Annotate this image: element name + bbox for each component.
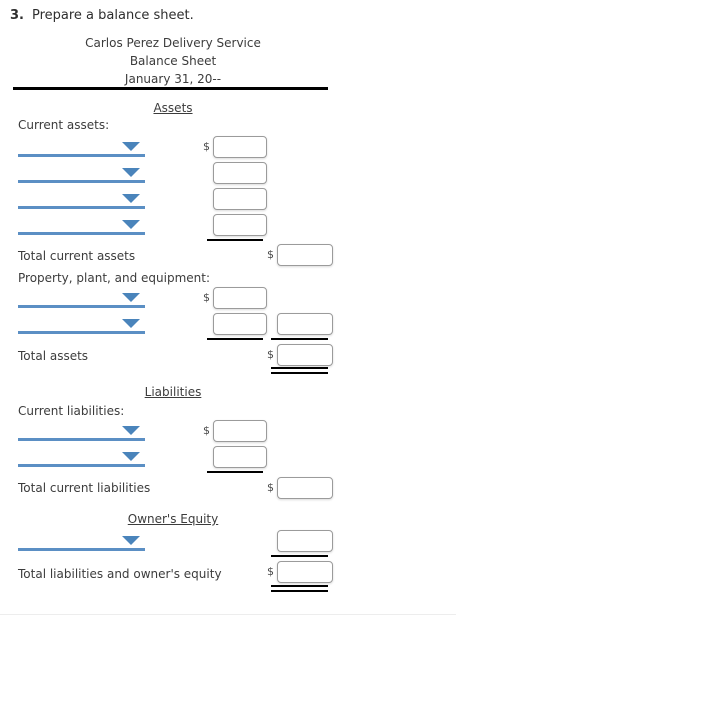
current-liability-2-amount-input[interactable] [213,446,267,468]
dropdown-arrow-icon [122,319,140,328]
current-asset-2-amount-input[interactable] [213,162,267,184]
current-assets-label: Current assets: [18,118,110,132]
total-assets-amount-input[interactable] [277,344,333,366]
total-assets-label: Total assets [18,349,89,363]
assets-heading-row: Assets [0,101,346,115]
header-rule [13,87,328,90]
ppe-2-dropdown[interactable] [18,319,145,335]
dollar-sign: $ [267,248,274,261]
total-current-assets-amount-input[interactable] [277,244,333,266]
current-liability-1-dropdown[interactable] [18,426,145,442]
current-liability-1-amount-input[interactable] [213,420,267,442]
question: 3. Prepare a balance sheet. [10,8,194,23]
dropdown-underline [18,206,145,209]
owners-equity-amount-input[interactable] [277,530,333,552]
dropdown-arrow-icon [122,142,140,151]
current-liabilities-label: Current liabilities: [18,404,125,418]
dropdown-arrow-icon [122,194,140,203]
dropdown-underline [18,154,145,157]
current-asset-4-dropdown[interactable] [18,220,145,236]
total-current-liabilities-label: Total current liabilities [18,481,151,495]
ppe-2-amount-input[interactable] [213,313,267,335]
report-title: Balance Sheet [129,54,217,68]
subtotal-rule [207,471,263,473]
dropdown-arrow-icon [122,452,140,461]
dropdown-arrow-icon [122,536,140,545]
dropdown-underline [18,232,145,235]
dropdown-arrow-icon [122,220,140,229]
owners-equity-dropdown[interactable] [18,536,145,552]
ppe-1-dropdown[interactable] [18,293,145,309]
subtotal-rule [207,239,263,241]
dollar-sign: $ [203,140,210,153]
double-rule [271,367,328,374]
report-date: January 31, 20-- [124,72,222,86]
question-text: Prepare a balance sheet. [31,8,194,23]
current-asset-4-amount-input[interactable] [213,214,267,236]
ppe-net-amount-input[interactable] [277,313,333,335]
dropdown-underline [18,548,145,551]
current-asset-3-amount-input[interactable] [213,188,267,210]
ppe-1-amount-input[interactable] [213,287,267,309]
dropdown-underline [18,464,145,467]
dollar-sign: $ [203,424,210,437]
company-name: Carlos Perez Delivery Service [85,36,261,50]
section-divider [0,614,456,615]
dropdown-arrow-icon [122,168,140,177]
dollar-sign: $ [267,565,274,578]
current-asset-2-dropdown[interactable] [18,168,145,184]
dropdown-arrow-icon [122,426,140,435]
dollar-sign: $ [203,291,210,304]
total-liabilities-equity-label: Total liabilities and owner's equity [18,567,222,581]
current-asset-1-dropdown[interactable] [18,142,145,158]
dropdown-underline [18,305,145,308]
assets-heading: Assets [153,101,193,115]
total-current-assets-label: Total current assets [18,249,136,263]
double-rule [271,585,328,592]
dollar-sign: $ [267,481,274,494]
current-asset-3-dropdown[interactable] [18,194,145,210]
dropdown-arrow-icon [122,293,140,302]
subtotal-rule [271,338,328,340]
subtotal-rule [207,338,263,340]
total-current-liabilities-amount-input[interactable] [277,477,333,499]
dropdown-underline [18,438,145,441]
total-liabilities-equity-amount-input[interactable] [277,561,333,583]
owners-equity-heading-row: Owner's Equity [0,512,346,526]
owners-equity-heading: Owner's Equity [127,512,219,526]
current-asset-1-amount-input[interactable] [213,136,267,158]
current-liability-2-dropdown[interactable] [18,452,145,468]
liabilities-heading-row: Liabilities [0,385,346,399]
ppe-label: Property, plant, and equipment: [18,271,211,285]
subtotal-rule [271,555,328,557]
question-number: 3. [10,8,24,23]
liabilities-heading: Liabilities [144,385,202,399]
dropdown-underline [18,180,145,183]
dropdown-underline [18,331,145,334]
dollar-sign: $ [267,348,274,361]
